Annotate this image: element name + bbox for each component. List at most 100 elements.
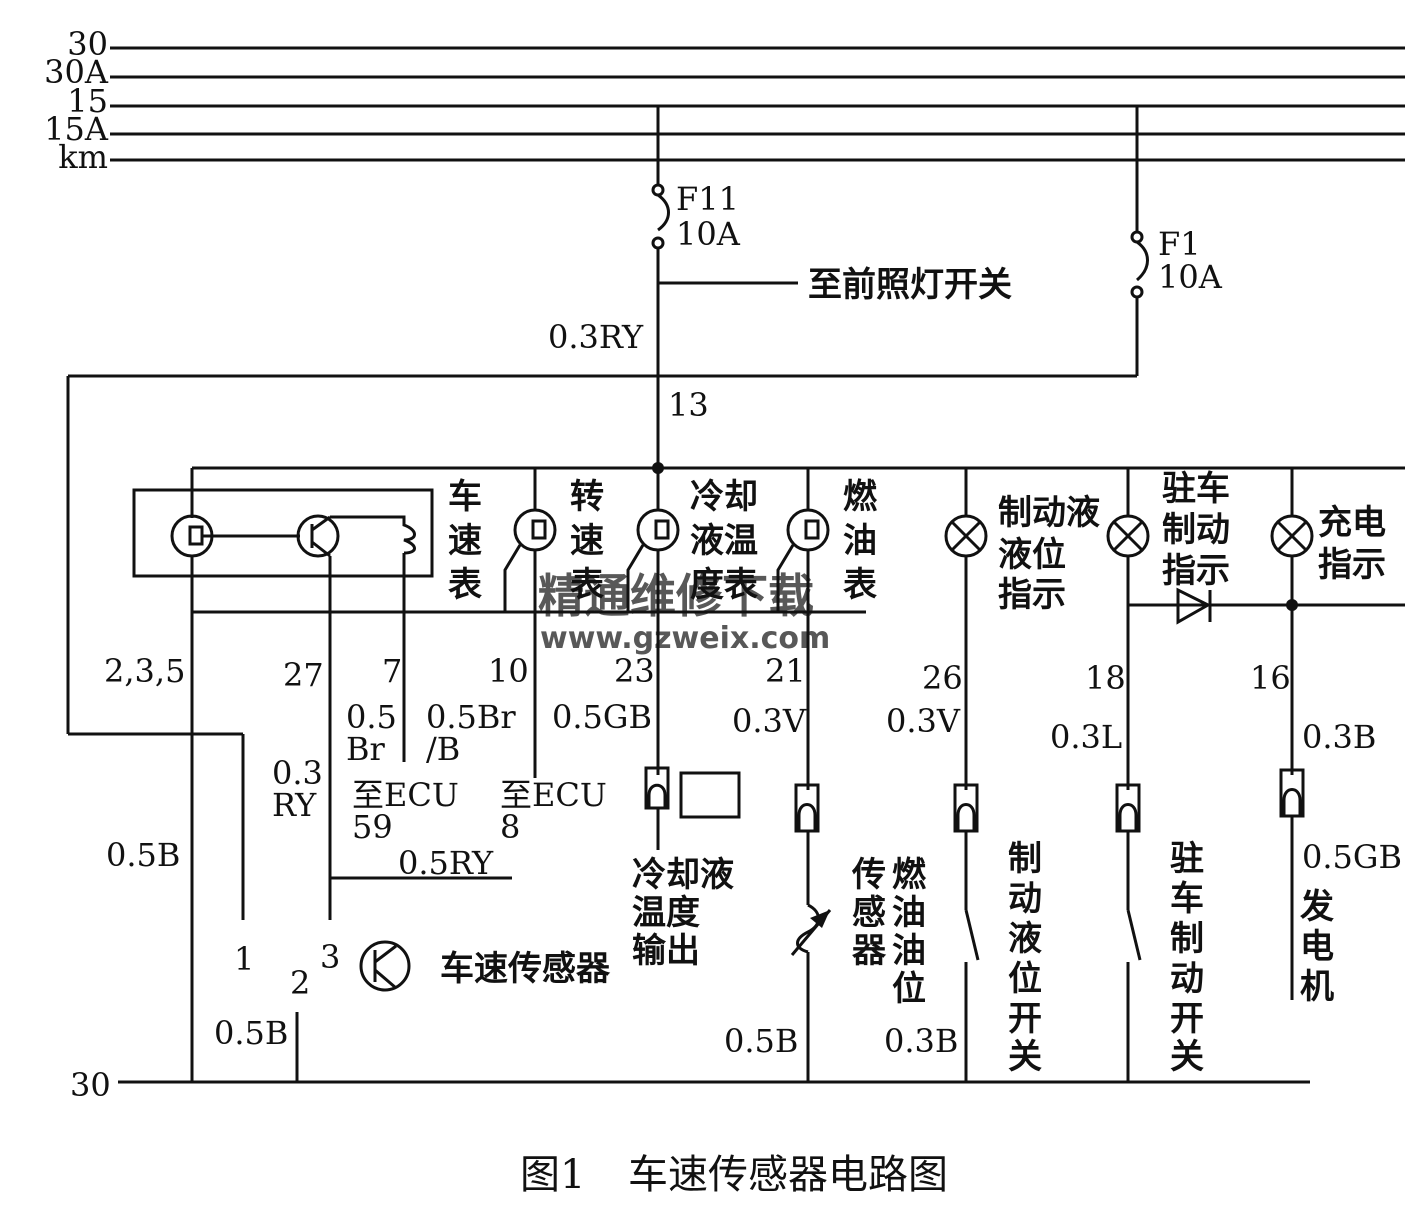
coolant-output-label-2: 温度 bbox=[632, 893, 700, 933]
coolant-output-label-3: 输出 bbox=[632, 931, 700, 971]
generator-label-3: 机 bbox=[1300, 967, 1334, 1007]
wire-label-03l: 0.3L bbox=[1050, 718, 1122, 756]
coolant-gauge-label-1: 冷却 bbox=[690, 477, 758, 517]
fuel-gauge-label-1: 燃 bbox=[843, 477, 878, 517]
fuel-sender-col2-2: 油 bbox=[892, 893, 926, 933]
ground-bus-label: 30 bbox=[70, 1066, 111, 1104]
node-label-13: 13 bbox=[668, 386, 709, 424]
tacho-label-3: 表 bbox=[570, 565, 604, 605]
park-switch-label-2: 车 bbox=[1170, 879, 1204, 919]
brake-switch-label-5: 开 bbox=[1008, 999, 1042, 1039]
fuel-sender-col2-1: 燃 bbox=[892, 855, 927, 895]
brake-fluid-switch-icon bbox=[964, 909, 980, 961]
figure-title: 车速传感器电路图 bbox=[628, 1152, 948, 1198]
watermark-text: 精通维修下载 bbox=[538, 569, 814, 623]
ecu-b-label: 至ECU bbox=[500, 776, 607, 814]
fuel-sender-col1-3: 器 bbox=[852, 931, 887, 971]
pin-label-18: 18 bbox=[1085, 659, 1126, 697]
brake-lamp-label-1: 制动液 bbox=[998, 493, 1100, 533]
sensor-terminal-3: 3 bbox=[320, 938, 340, 976]
wire-label-05b-s2: 0.5B bbox=[214, 1014, 288, 1052]
parking-brake-switch-icon bbox=[1126, 909, 1142, 961]
wire-label-05gb-b: 0.5GB bbox=[1302, 838, 1402, 876]
park-switch-label-4: 动 bbox=[1170, 959, 1204, 999]
pin-label-7: 7 bbox=[382, 652, 402, 690]
fuse-f1-terminal bbox=[1130, 230, 1144, 244]
generator-label-1: 发 bbox=[1300, 887, 1334, 927]
parking-lamp-label-3: 指示 bbox=[1162, 551, 1230, 591]
wire-label-05ry: 0.5RY bbox=[398, 844, 494, 882]
wire-label-br-a: Br bbox=[346, 730, 386, 768]
brake-lamp-label-3: 指示 bbox=[998, 575, 1066, 615]
fuse-f11-terminal bbox=[651, 183, 665, 197]
park-switch-label-6: 关 bbox=[1170, 1037, 1204, 1077]
park-switch-label-1: 驻 bbox=[1170, 839, 1204, 879]
figure-number: 图1 bbox=[520, 1152, 585, 1198]
charge-lamp-label-2: 指示 bbox=[1318, 545, 1386, 585]
sensor-terminal-1: 1 bbox=[234, 940, 254, 978]
fuel-sender-col2-4: 位 bbox=[892, 969, 926, 1009]
wire-label-05b-fuel: 0.5B bbox=[724, 1022, 798, 1060]
park-switch-label-3: 制 bbox=[1170, 919, 1204, 959]
bus-label-km: km bbox=[58, 138, 108, 176]
tacho-label-2: 速 bbox=[570, 521, 604, 561]
fuel-gauge-icon bbox=[786, 508, 830, 552]
speedo-label-1: 车 bbox=[448, 477, 482, 517]
fuel-sender-col1-2: 感 bbox=[852, 893, 886, 933]
ecu-a-label: 至ECU bbox=[352, 776, 459, 814]
speedo-label-3: 表 bbox=[448, 565, 482, 605]
bus-label-15: 15 bbox=[67, 82, 108, 120]
parking-lamp-label-1: 驻车 bbox=[1162, 469, 1230, 509]
pin-label-26: 26 bbox=[922, 659, 963, 697]
wire-label-03-ry-b: RY bbox=[272, 786, 317, 824]
brake-switch-label-4: 位 bbox=[1008, 959, 1042, 999]
bus-label-30a: 30A bbox=[44, 53, 109, 91]
fuel-sender-col2-3: 油 bbox=[892, 931, 926, 971]
fuse-f11-rating: 10A bbox=[676, 215, 741, 253]
fuse-f1-icon bbox=[1135, 240, 1149, 282]
coolant-gauge-icon bbox=[636, 508, 680, 552]
wire-label-03-ry-a: 0.3 bbox=[272, 754, 323, 792]
wire-label-03b-a: 0.3B bbox=[1302, 718, 1376, 756]
coolant-gauge-label-3: 度表 bbox=[690, 565, 758, 605]
diode-icon bbox=[1176, 587, 1212, 625]
fuse-f1-rating: 10A bbox=[1158, 258, 1223, 296]
wire-label-05br: 0.5Br bbox=[426, 698, 516, 736]
pin-label-16: 16 bbox=[1250, 659, 1291, 697]
wire-label-b-slash: /B bbox=[426, 730, 460, 768]
coolant-gauge-label-2: 液温 bbox=[690, 521, 758, 561]
fuse-f1-name: F1 bbox=[1158, 225, 1201, 263]
pin-label-10: 10 bbox=[488, 652, 529, 690]
generator-label-2: 电 bbox=[1300, 927, 1334, 967]
brake-switch-label-6: 关 bbox=[1008, 1037, 1042, 1077]
fuse-f11-icon bbox=[657, 193, 670, 232]
park-switch-label-5: 开 bbox=[1170, 999, 1204, 1039]
coolant-output-label-1: 冷却液 bbox=[632, 855, 734, 895]
speedo-transistor-icon bbox=[296, 514, 340, 558]
watermark-url: www.gzweix.com bbox=[540, 621, 830, 656]
brake-switch-label-1: 制 bbox=[1008, 839, 1042, 879]
speed-sensor-icon bbox=[359, 940, 411, 992]
wire-label-03ry: 0.3RY bbox=[548, 318, 644, 356]
tachometer-gauge-icon bbox=[513, 508, 557, 552]
parking-lamp-label-2: 制动 bbox=[1162, 510, 1230, 550]
fuel-gauge-label-3: 表 bbox=[843, 565, 877, 605]
sensor-terminal-2: 2 bbox=[290, 964, 310, 1002]
brake-lamp-label-2: 液位 bbox=[998, 535, 1066, 575]
pin-label-21: 21 bbox=[765, 652, 806, 690]
pin-label-23: 23 bbox=[614, 652, 655, 690]
ecu-b-pin: 8 bbox=[500, 808, 520, 846]
fuel-gauge-label-2: 油 bbox=[843, 521, 877, 561]
charge-lamp-label-1: 充电 bbox=[1318, 503, 1386, 543]
ecu-a-pin: 59 bbox=[352, 808, 393, 846]
wire-label-05b-left: 0.5B bbox=[106, 836, 180, 874]
coolant-output-box bbox=[679, 771, 741, 819]
bus-label-30: 30 bbox=[67, 25, 108, 63]
headlight-switch-label: 至前照灯开关 bbox=[808, 265, 1012, 305]
wire-label-05gb: 0.5GB bbox=[552, 698, 652, 736]
brake-switch-label-3: 液 bbox=[1008, 919, 1042, 959]
pin-label-235: 2,3,5 bbox=[104, 652, 185, 690]
fuse-f11-name: F11 bbox=[676, 180, 739, 218]
wire-label-03v-b: 0.3V bbox=[886, 702, 961, 740]
